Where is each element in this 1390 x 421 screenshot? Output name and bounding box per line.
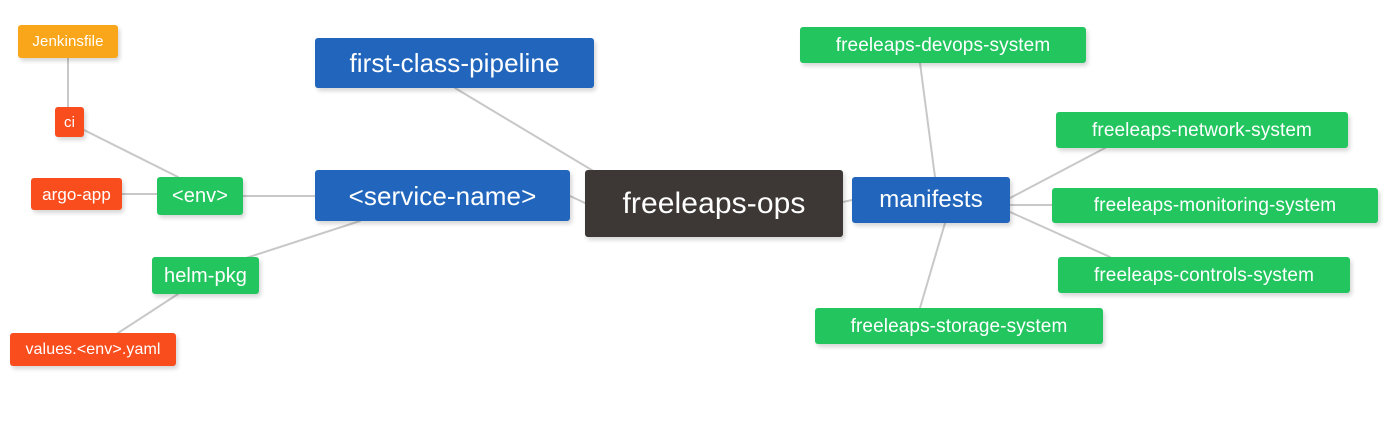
node-first-class-pipeline[interactable]: first-class-pipeline [315,38,594,88]
node-helm-pkg[interactable]: helm-pkg [152,257,259,294]
edge-manifests--freeleaps-storage-system [919,222,946,309]
node-argo-app[interactable]: argo-app [31,178,122,210]
node-label-service-name: <service-name> [348,180,537,211]
edge-helm-pkg--values-env-yaml [117,293,179,334]
edge-manifests--freeleaps-devops-system [919,62,936,178]
node-label-values-env-yaml: values.<env>.yaml [25,340,161,358]
node-label-freeleaps-network-system: freeleaps-network-system [1092,119,1312,141]
node-values-env-yaml[interactable]: values.<env>.yaml [10,333,176,366]
node-ci[interactable]: ci [55,107,84,137]
node-freeleaps-network-system[interactable]: freeleaps-network-system [1056,112,1348,148]
node-service-name[interactable]: <service-name> [315,170,570,221]
node-manifests[interactable]: manifests [852,177,1010,223]
node-label-env: <env> [171,185,229,207]
node-freeleaps-monitoring-system[interactable]: freeleaps-monitoring-system [1052,188,1378,223]
node-label-freeleaps-controls-system: freeleaps-controls-system [1093,264,1315,286]
node-freeleaps-storage-system[interactable]: freeleaps-storage-system [815,308,1103,344]
edge-freeleaps-ops--service-name [569,195,586,204]
node-label-freeleaps-devops-system: freeleaps-devops-system [835,34,1051,56]
node-label-manifests: manifests [879,186,983,213]
edge-freeleaps-ops--first-class-pipeline [454,87,601,176]
node-label-first-class-pipeline: first-class-pipeline [349,48,560,78]
node-label-helm-pkg: helm-pkg [163,264,248,287]
node-freeleaps-ops[interactable]: freeleaps-ops [585,170,843,237]
node-label-argo-app: argo-app [42,184,111,204]
node-label-freeleaps-monitoring-system: freeleaps-monitoring-system [1093,195,1337,216]
node-freeleaps-devops-system[interactable]: freeleaps-devops-system [800,27,1086,63]
node-env[interactable]: <env> [157,177,243,215]
edge-env--ci [83,129,179,178]
edge-freeleaps-ops--manifests [842,199,853,203]
node-jenkinsfile[interactable]: Jenkinsfile [18,25,118,58]
node-label-ci: ci [63,113,76,131]
node-freeleaps-controls-system[interactable]: freeleaps-controls-system [1058,257,1350,293]
node-label-jenkinsfile: Jenkinsfile [32,33,104,50]
node-label-freeleaps-ops: freeleaps-ops [622,186,806,220]
node-label-freeleaps-storage-system: freeleaps-storage-system [850,315,1068,337]
edge-service-name--helm-pkg [239,220,361,261]
